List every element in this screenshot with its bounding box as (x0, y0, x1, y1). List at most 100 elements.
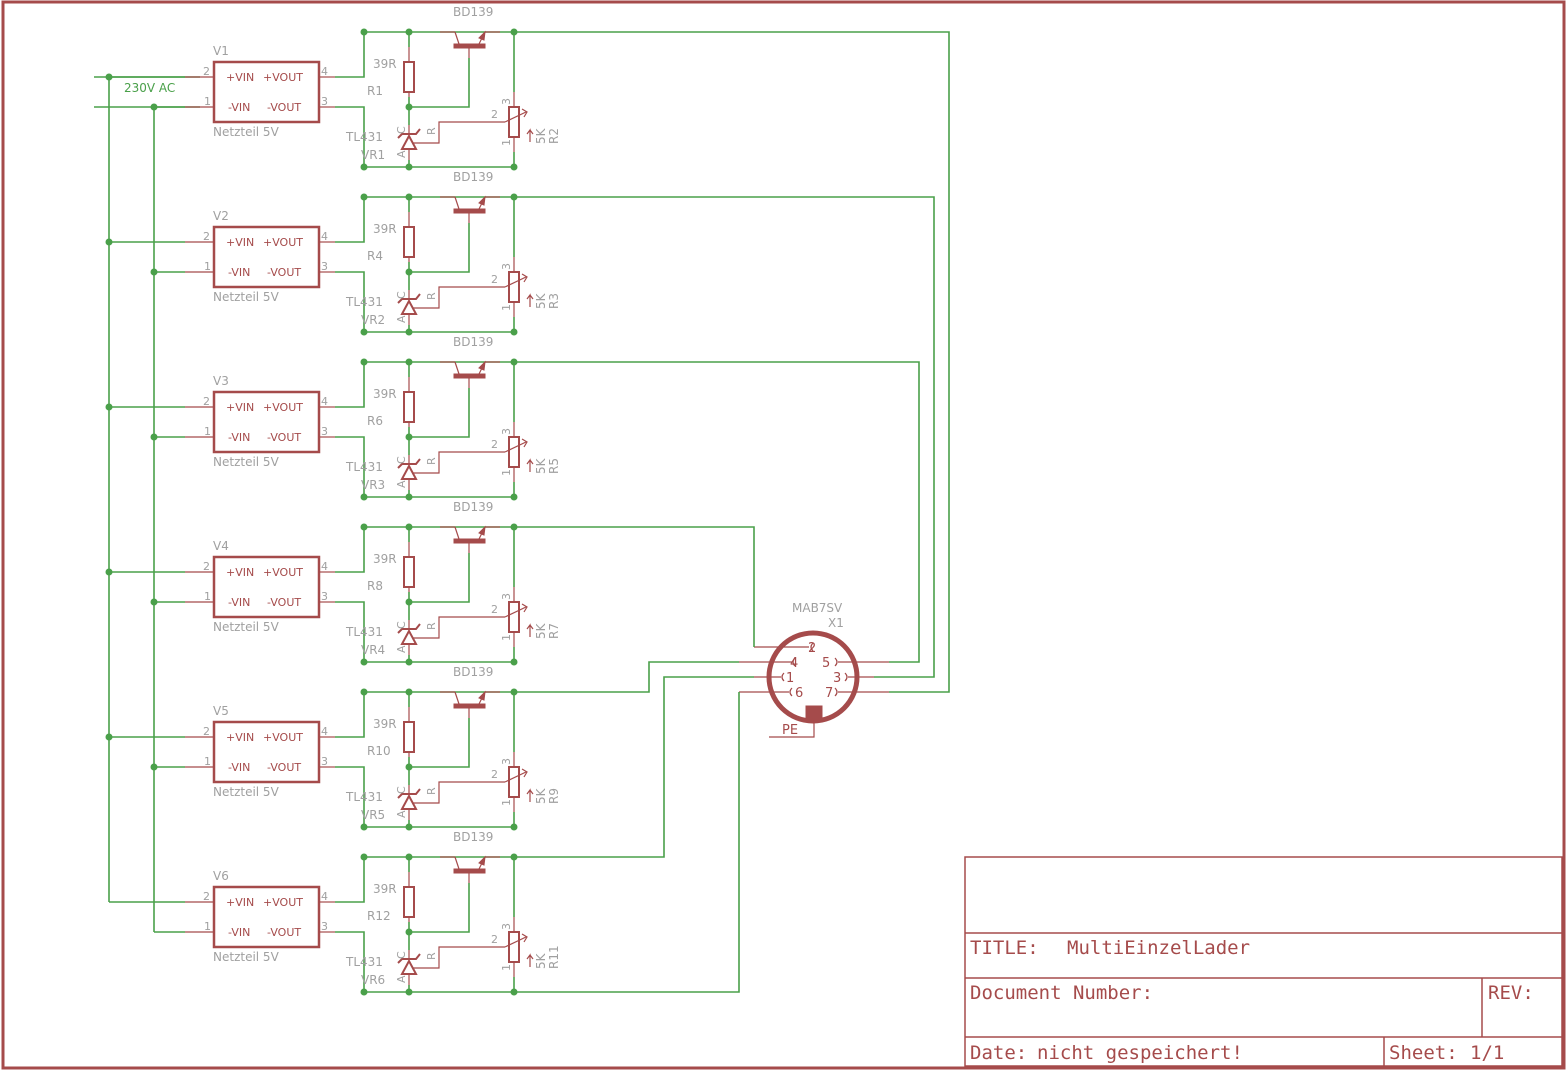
transistor-bd139[interactable]: BD139 (440, 170, 500, 223)
pin-number-4: 4 (321, 395, 328, 408)
pot-value: 5K (534, 457, 548, 474)
pin-label-anode: A (395, 480, 408, 488)
pin-number-1: 1 (204, 260, 211, 273)
pot-name: R7 (547, 623, 561, 639)
pin-number-3: 3 (321, 590, 328, 603)
pot-pin-2: 2 (491, 603, 498, 616)
pin-label-vout-plus: +VOUT (263, 566, 303, 579)
pin-label-vin-minus: -VIN (228, 761, 250, 774)
pot-name: R9 (547, 788, 561, 804)
pot-pin-3: 3 (500, 98, 513, 105)
net-label-230v-ac: 230V AC (124, 81, 175, 95)
reference-value: TL431 (345, 295, 383, 309)
pot-name: R11 (547, 945, 561, 969)
resistor-value: 39R (373, 882, 397, 896)
pin-label-anode: A (395, 150, 408, 158)
pin-label-vin-minus: -VIN (228, 596, 250, 609)
date-value: nicht gespeichert! (1037, 1042, 1243, 1064)
pin-label-vout-plus: +VOUT (263, 401, 303, 414)
module-value: Netzteil 5V (213, 950, 280, 964)
pin-number-1: 1 (204, 95, 211, 108)
pot-pin-1: 1 (500, 304, 513, 311)
pot-value: 5K (534, 127, 548, 144)
pin-number-4: 4 (321, 890, 328, 903)
pin-label-ref: R (425, 787, 438, 795)
reference-value: TL431 (345, 955, 383, 969)
connector-pin-6: 6 (795, 686, 803, 701)
pin-label-cathode: C (395, 786, 408, 794)
transistor-value: BD139 (453, 335, 493, 349)
transistor-bd139[interactable]: BD139 (440, 830, 500, 883)
pin-label-anode: A (395, 810, 408, 818)
pot-pin-1: 1 (500, 799, 513, 806)
connector-pin-7: 7 (825, 686, 833, 701)
ac-input-rails: 230V AC (94, 76, 200, 932)
transistor-bd139[interactable]: BD139 (440, 5, 500, 58)
pin-label-anode: A (395, 315, 408, 323)
pin-number-1: 1 (204, 590, 211, 603)
module-value: Netzteil 5V (213, 455, 280, 469)
pot-pin-3: 3 (500, 923, 513, 930)
pot-name: R5 (547, 458, 561, 474)
module-name: V4 (213, 539, 229, 553)
connector-pin-1: 1 (786, 671, 794, 686)
module-value: Netzteil 5V (213, 125, 280, 139)
pot-pin-3: 3 (500, 428, 513, 435)
resistor-value: 39R (373, 387, 397, 401)
pin-label-vin-plus: +VIN (226, 236, 254, 249)
transistor-bd139[interactable]: BD139 (440, 500, 500, 553)
pin-label-cathode: C (395, 291, 408, 299)
pin-socket-glyphs (781, 642, 848, 697)
connector-x1[interactable]: MAB7SV X1 PE 2 4 5 1 3 6 7 (739, 601, 889, 738)
pin-label-vin-plus: +VIN (226, 401, 254, 414)
pot-pin-1: 1 (500, 469, 513, 476)
pin-label-vout-minus: -VOUT (267, 761, 301, 774)
document-number-label: Document Number: (970, 982, 1153, 1004)
pot-pin-2: 2 (491, 933, 498, 946)
pin-label-vout-plus: +VOUT (263, 236, 303, 249)
pin-label-vout-minus: -VOUT (267, 926, 301, 939)
pot-value: 5K (534, 292, 548, 309)
pot-pin-2: 2 (491, 768, 498, 781)
module-name: V2 (213, 209, 229, 223)
connector-name: X1 (828, 616, 844, 630)
reference-name: VR4 (361, 643, 385, 657)
transistor-bd139[interactable]: BD139 (440, 335, 500, 388)
reference-name: VR3 (361, 478, 385, 492)
reference-value: TL431 (345, 790, 383, 804)
output-wiring (514, 31, 950, 993)
date-label: Date: (970, 1042, 1027, 1064)
pin-number-3: 3 (321, 95, 328, 108)
module-name: V1 (213, 44, 229, 58)
reference-value: TL431 (345, 625, 383, 639)
pot-pin-3: 3 (500, 758, 513, 765)
transistor-bd139[interactable]: BD139 (440, 665, 500, 718)
